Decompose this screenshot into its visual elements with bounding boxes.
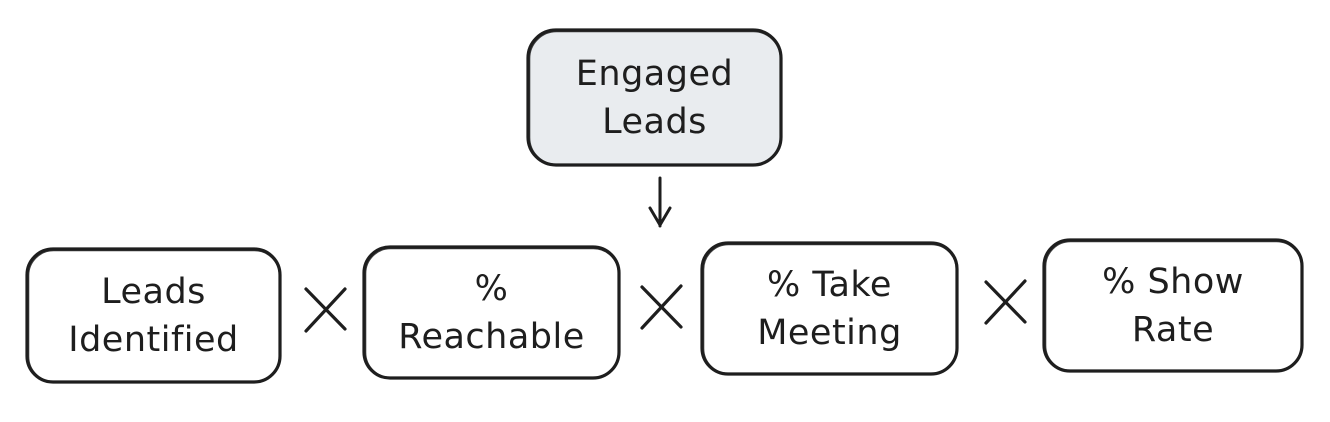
- reachable-line-2: Reachable: [398, 316, 585, 357]
- reachable-label: % Reachable: [364, 247, 619, 378]
- leads-identified-line-2: Identified: [68, 319, 239, 360]
- factor-node-show-rate[interactable]: [1042, 238, 1304, 373]
- reachable-line-1: %: [474, 268, 509, 309]
- show-rate-line-1: % Show: [1102, 261, 1244, 302]
- factor-node-take-meeting[interactable]: [700, 241, 959, 376]
- multiply-icon-2: [640, 284, 683, 330]
- take-meeting-label: % Take Meeting: [702, 243, 957, 374]
- engaged-leads-node[interactable]: [526, 28, 783, 167]
- take-meeting-line-2: Meeting: [757, 312, 902, 353]
- engaged-leads-line-1: Engaged: [575, 53, 734, 94]
- factor-node-leads-identified[interactable]: [25, 247, 282, 384]
- engaged-leads-line-2: Leads: [602, 101, 707, 142]
- multiply-icon-3: [984, 279, 1027, 325]
- engaged-leads-label: Engaged Leads: [528, 30, 781, 165]
- factor-node-reachable[interactable]: [362, 245, 621, 380]
- leads-identified-label: Leads Identified: [27, 249, 280, 382]
- leads-identified-line-1: Leads: [101, 271, 206, 312]
- take-meeting-line-1: % Take: [767, 264, 892, 305]
- multiply-icon-1: [304, 287, 347, 333]
- show-rate-label: % Show Rate: [1044, 240, 1302, 371]
- show-rate-line-2: Rate: [1131, 309, 1215, 350]
- down-arrow-icon: [648, 176, 672, 228]
